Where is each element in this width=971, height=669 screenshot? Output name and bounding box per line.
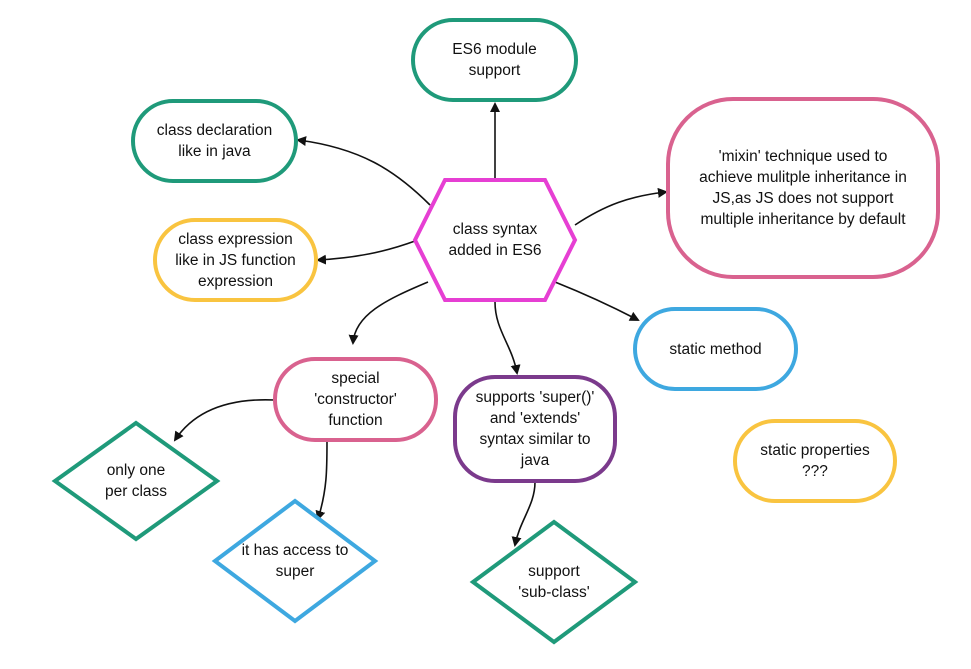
- edge-constructor-to-access-super: [315, 440, 328, 521]
- access-super-label: it has access to super: [241, 542, 349, 580]
- node-static-method-shape: [633, 307, 798, 391]
- node-center-shape: [412, 178, 578, 302]
- center-label: class syntax added in ES6: [448, 221, 542, 259]
- edge-constructor-to-only-one: [173, 399, 276, 442]
- edge-super-extends-to-sub-class: [511, 481, 536, 547]
- node-access-super-shape: [211, 498, 379, 624]
- constructor-label: special 'constructor' function: [314, 370, 397, 429]
- class-expression-label: class expression like in JS function exp…: [175, 230, 296, 290]
- node-constructor-shape: [273, 357, 438, 442]
- node-mixin-shape: [666, 97, 940, 279]
- class-declaration-label: class declaration like in java: [156, 122, 273, 160]
- static-properties-label: static properties ???: [760, 442, 870, 480]
- mixin-label: 'mixin' technique used to achieve mulitp…: [699, 148, 907, 228]
- super-extends-node: supports 'super()' and 'extends' syntax …: [455, 377, 615, 481]
- node-static-properties-shape: [733, 419, 897, 503]
- node-only-one-shape: [51, 420, 221, 542]
- static-method-label: static method: [669, 340, 762, 358]
- node-super-extends-shape: [453, 375, 617, 483]
- only-one-label: only one per class: [104, 462, 168, 500]
- edge-center-to-class-expression: [316, 240, 416, 265]
- only-one-node: only one per class: [75, 451, 197, 511]
- mixin-node: 'mixin' technique used to achieve mulitp…: [668, 99, 938, 277]
- node-class-declaration-shape: [131, 99, 298, 183]
- edge-center-to-constructor: [348, 281, 429, 345]
- node-class-expression-shape: [153, 218, 318, 302]
- class-declaration-node: class declaration like in java: [133, 101, 296, 181]
- edge-center-to-static-method: [554, 281, 640, 321]
- edge-center-to-super-extends: [494, 301, 521, 375]
- edge-center-to-class-declaration: [296, 136, 431, 206]
- super-extends-label: supports 'super()' and 'extends' syntax …: [475, 389, 595, 469]
- static-method-node: static method: [635, 309, 796, 389]
- sub-class-label: support 'sub-class': [518, 563, 590, 601]
- node-sub-class-shape: [469, 519, 639, 645]
- edge-center-to-mixin: [574, 187, 668, 226]
- constructor-node: special 'constructor' function: [275, 359, 436, 440]
- access-super-node: it has access to super: [225, 531, 365, 591]
- center-node: class syntax added in ES6: [430, 180, 560, 300]
- es6-module-label: ES6 module support: [452, 41, 537, 79]
- static-properties-node: static properties ???: [735, 421, 895, 501]
- sub-class-node: support 'sub-class': [493, 552, 615, 612]
- node-es6-module-shape: [411, 18, 578, 102]
- es6-module-node: ES6 module support: [413, 20, 576, 100]
- class-expression-node: class expression like in JS function exp…: [155, 220, 316, 300]
